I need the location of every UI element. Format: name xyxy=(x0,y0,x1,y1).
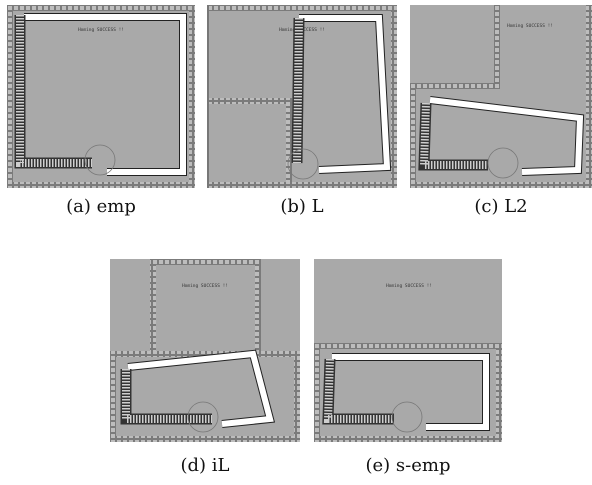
trajectory-robot-trail xyxy=(293,17,303,164)
trajectory xyxy=(299,15,391,173)
bottom-wall xyxy=(207,182,397,188)
panel-L2-image: Homing SUCCESS !! xyxy=(410,5,592,188)
right-wall xyxy=(391,5,397,188)
floor xyxy=(13,11,189,182)
inner-wall-horizontal xyxy=(410,83,500,89)
goal-circle xyxy=(391,401,423,433)
goal-circle xyxy=(287,148,319,180)
panel-emp-image: Homing SUCCESS !! xyxy=(7,5,195,188)
trajectory xyxy=(429,97,584,175)
caption-emp: (a) emp xyxy=(66,196,136,217)
panel-s-emp-image: Homing SUCCESS !! xyxy=(314,259,502,442)
goal-circle xyxy=(84,144,116,176)
status-text: Homing SUCCESS !! xyxy=(507,23,553,29)
inner-wall-left xyxy=(150,259,156,357)
inner-wall-right xyxy=(255,259,261,357)
caption-L2: (c) L2 xyxy=(474,196,528,217)
panel-emp: Homing SUCCESS !! xyxy=(7,5,195,188)
panel-s-emp: Homing SUCCESS !! xyxy=(314,259,502,442)
top-wall xyxy=(207,5,397,11)
trajectory xyxy=(332,354,489,430)
inner-wall-horizontal xyxy=(207,98,290,104)
trajectory-robot-trail xyxy=(323,358,394,423)
inner-wall-vertical xyxy=(286,98,292,188)
status-text: Homing SUCCESS !! xyxy=(182,283,228,289)
goal-circle xyxy=(487,147,519,179)
caption-s-emp: (e) s-emp xyxy=(365,455,451,476)
caption-iL: (d) iL xyxy=(180,455,230,476)
goal-circle xyxy=(187,401,219,433)
panel-L-image: Homing SUCCESS !! xyxy=(207,5,397,188)
panel-iL-image: Homing SUCCESS !! xyxy=(110,259,300,442)
caption-L: (b) L xyxy=(280,196,324,217)
trajectory xyxy=(24,14,186,175)
status-text: Homing SUCCESS !! xyxy=(78,27,124,33)
panel-iL: Homing SUCCESS !! xyxy=(110,259,300,442)
inner-wall-vertical xyxy=(494,5,500,89)
trajectory xyxy=(127,350,274,427)
status-text: Homing SUCCESS !! xyxy=(386,283,432,289)
panel-L: Homing SUCCESS !! xyxy=(207,5,397,188)
panel-L2: Homing SUCCESS !! xyxy=(410,5,592,188)
